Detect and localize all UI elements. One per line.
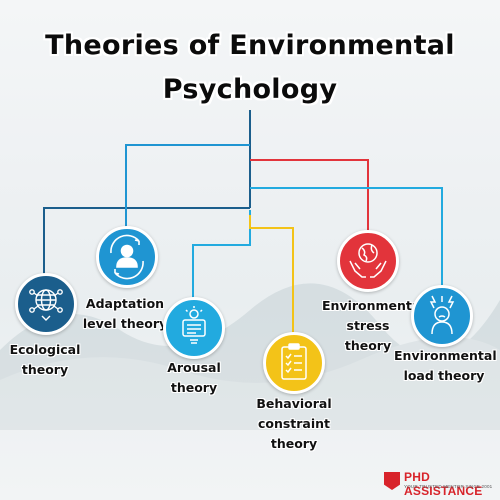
load-theory-circle	[411, 285, 473, 347]
stressed-head-icon	[429, 295, 455, 335]
phd-assistance-logo: PHD ASSISTANCE YOUR TRUSTED MENTOR SINCE…	[384, 470, 496, 498]
connector-ecological	[43, 207, 250, 275]
behavioral-theory-circle	[263, 332, 325, 394]
lightbulb-idea-icon	[182, 306, 206, 344]
globe-network-icon	[29, 289, 63, 321]
arousal-theory-label: Arousal theory	[167, 360, 221, 395]
stress-theory-circle	[337, 230, 399, 292]
clipboard-checklist-icon	[281, 343, 307, 380]
adaptation-theory-label: Adaptation level theory	[82, 296, 168, 331]
stress-theory-label: Environmental stress theory	[322, 298, 425, 353]
connector-behavioral	[249, 215, 294, 333]
background-hills	[0, 283, 500, 430]
ecological-theory-label: Ecological theory	[9, 342, 81, 377]
title-line-2: Psychology	[162, 74, 338, 105]
title-line-1: Theories of Environmental	[45, 30, 455, 61]
connector-stress	[250, 159, 369, 232]
logo-badge-icon	[384, 472, 400, 490]
earth-hands-icon	[349, 243, 387, 278]
connector-arousal	[192, 210, 251, 298]
person-cycle-icon	[110, 234, 144, 280]
adaptation-theory-circle	[96, 226, 158, 288]
load-theory-label: Environmental load theory	[394, 348, 497, 383]
behavioral-theory-label: Behavioral constraint theory	[256, 396, 332, 451]
logo-name: PHD ASSISTANCE	[404, 470, 483, 498]
arousal-theory-circle	[163, 297, 225, 359]
connector-load	[250, 187, 443, 287]
logo-tagline: YOUR TRUSTED MENTOR SINCE 2001	[404, 484, 493, 489]
connector-adaptation	[125, 144, 250, 228]
ecological-theory-circle	[15, 273, 77, 335]
